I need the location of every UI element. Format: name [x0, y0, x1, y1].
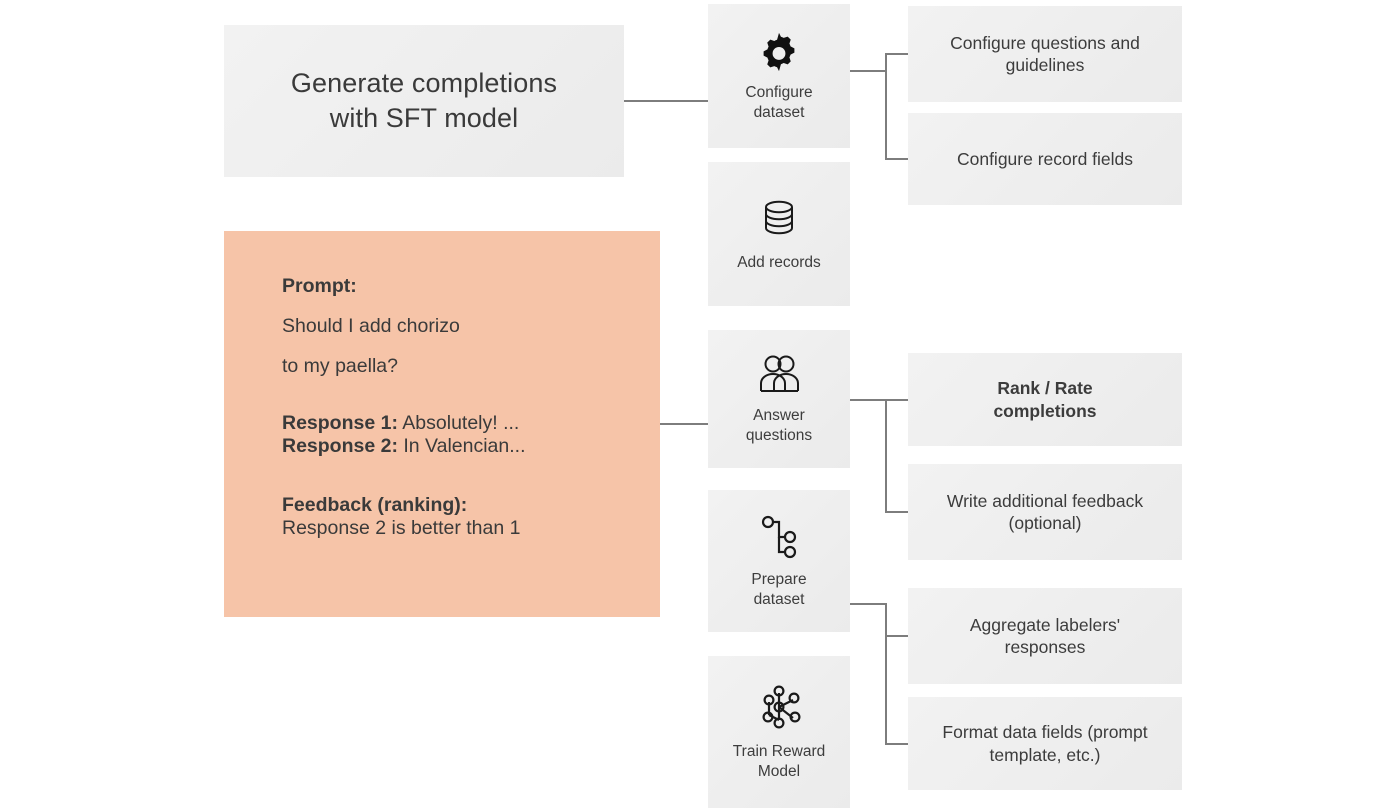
prompt-question-line2: to my paella? [282, 355, 398, 377]
node-train-reward-model[interactable]: Train Reward Model [708, 656, 850, 808]
branch-tree-icon [757, 513, 801, 561]
node-label-line2: questions [745, 426, 813, 444]
connector-configure-to-fields [885, 158, 910, 160]
detail-label-line1: Aggregate labelers' [969, 614, 1121, 635]
connector-prompt-to-answer [660, 423, 710, 425]
detail-rank-rate-completions[interactable]: Rank / Rate completions [908, 353, 1182, 446]
node-label-line1: Train Reward [732, 742, 826, 760]
detail-label-line1: Configure record fields [956, 148, 1134, 169]
node-label-line2: dataset [753, 103, 805, 121]
connector-prepare-spine [885, 603, 887, 745]
prompt-response-2: Response 2: In Valencian... [282, 435, 660, 457]
response-1-text: Absolutely! ... [397, 411, 520, 434]
connector-configure-stub [849, 70, 887, 72]
detail-aggregate-labelers-responses[interactable]: Aggregate labelers' responses [908, 588, 1182, 684]
detail-configure-questions-and-guidelines[interactable]: Configure questions and guidelines [908, 6, 1182, 102]
connector-prepare-to-aggregate [885, 635, 910, 637]
detail-configure-record-fields[interactable]: Configure record fields [908, 113, 1182, 205]
gear-icon [757, 30, 801, 74]
detail-label-line1: Format data fields (prompt [942, 722, 1148, 743]
spacer-2 [282, 470, 660, 496]
node-add-records[interactable]: Add records [708, 162, 850, 306]
response-2-label: Response 2: [282, 435, 398, 457]
response-2-text: In Valencian... [397, 435, 526, 457]
detail-label-line2: (optional) [1008, 513, 1082, 533]
connector-answer-stub [849, 399, 887, 401]
connector-answer-to-rank [885, 399, 910, 401]
node-label-line2: Model [757, 762, 801, 780]
connector-answer-to-write [885, 511, 910, 513]
prompt-response-1: Response 1: Absolutely! ... [282, 411, 660, 434]
node-answer-questions[interactable]: Answer questions [708, 330, 850, 468]
node-title-line2: with SFT model [329, 103, 519, 133]
node-label-line1: Prepare [751, 570, 807, 588]
connector-configure-spine [885, 53, 887, 160]
node-generate-completions[interactable]: Generate completions with SFT model [224, 25, 624, 177]
detail-label-line1: Rank / Rate [997, 378, 1093, 399]
feedback-text: Response 2 is better than 1 [282, 517, 521, 539]
node-label-line1: Add records [737, 253, 821, 271]
detail-label-line2: guidelines [1005, 55, 1085, 75]
node-label-line1: Configure [745, 83, 813, 101]
database-icon [756, 196, 802, 244]
node-configure-dataset[interactable]: Configure dataset [708, 4, 850, 148]
response-1-label: Response 1: [282, 411, 398, 434]
detail-label-line2: template, etc.) [989, 744, 1101, 765]
detail-format-data-fields[interactable]: Format data fields (prompt template, etc… [908, 697, 1182, 790]
connector-answer-spine [885, 399, 887, 512]
connector-prepare-to-format [885, 743, 910, 745]
detail-label-line1: Configure questions and [950, 32, 1140, 53]
node-title-line1: Generate completions [290, 68, 558, 99]
detail-write-additional-feedback[interactable]: Write additional feedback (optional) [908, 464, 1182, 560]
prompt-label: Prompt: [282, 275, 357, 297]
neural-network-icon [753, 683, 805, 733]
connector-title-to-configure [624, 100, 710, 102]
prompt-example-card: Prompt: Should I add chorizo to my paell… [224, 231, 660, 617]
node-label-line1: Answer [753, 406, 805, 424]
node-prepare-dataset[interactable]: Prepare dataset [708, 490, 850, 632]
connector-configure-to-questions [885, 53, 910, 55]
node-label-line2: dataset [753, 590, 805, 608]
detail-label-line2: responses [1004, 637, 1086, 657]
feedback-label: Feedback (ranking): [282, 493, 468, 516]
spacer-1 [282, 390, 660, 414]
prompt-question-line1: Should I add chorizo [282, 314, 460, 337]
detail-label-line1: Write additional feedback [946, 490, 1144, 511]
detail-label-line2: completions [993, 400, 1097, 421]
connector-prepare-stub [849, 603, 887, 605]
two-people-icon [755, 353, 803, 397]
